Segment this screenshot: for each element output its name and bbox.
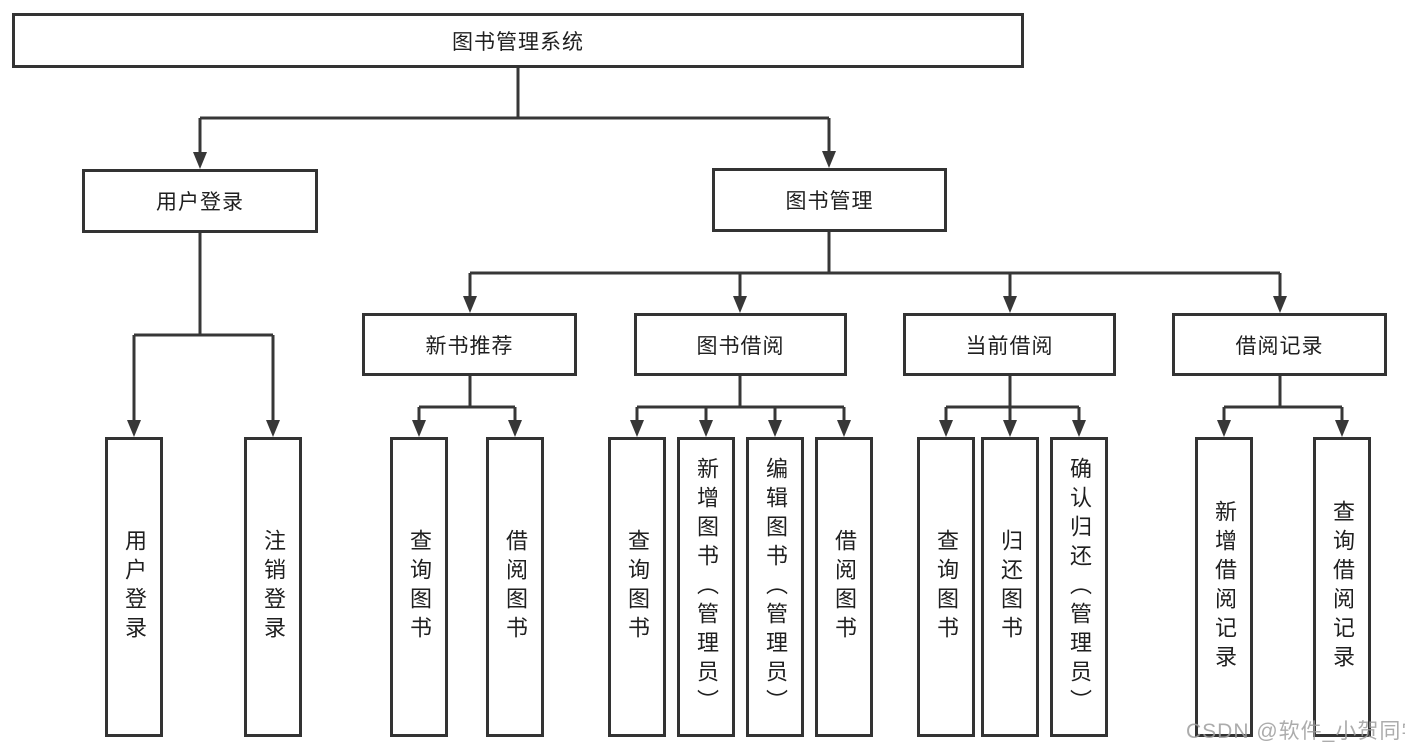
leaf-newrec-borrow-books: 借阅图书 bbox=[486, 437, 544, 737]
leaf-user-login-label: 用户登录 bbox=[122, 529, 147, 645]
leaf-current-return-books-label: 归还图书 bbox=[998, 529, 1023, 645]
leaf-logout-label: 注销登录 bbox=[261, 529, 286, 645]
node-user-login-label: 用户登录 bbox=[156, 191, 244, 214]
leaf-records-query-record-label: 查询借阅记录 bbox=[1330, 500, 1355, 674]
leaf-current-return-books: 归还图书 bbox=[981, 437, 1039, 737]
node-borrow-records-label: 借阅记录 bbox=[1235, 334, 1324, 358]
leaf-records-query-record: 查询借阅记录 bbox=[1313, 437, 1371, 737]
leaf-current-confirm-return-admin: 确认归还（管理员） bbox=[1050, 437, 1108, 737]
node-book-borrow: 图书借阅 bbox=[634, 313, 847, 376]
csdn-watermark: CSDN @软件_小贺同学 bbox=[1186, 720, 1405, 743]
leaf-borrow-add-books-admin: 新增图书（管理员） bbox=[677, 437, 735, 737]
leaf-borrow-borrow-books: 借阅图书 bbox=[815, 437, 873, 737]
node-book-borrow-label: 图书借阅 bbox=[696, 334, 785, 358]
leaf-current-confirm-return-admin-label: 确认归还（管理员） bbox=[1067, 456, 1092, 718]
leaf-borrow-query-books-label: 查询图书 bbox=[625, 529, 650, 645]
leaf-user-login: 用户登录 bbox=[105, 437, 163, 737]
node-book-management: 图书管理 bbox=[712, 168, 947, 232]
node-new-book-recommend: 新书推荐 bbox=[362, 313, 577, 376]
leaf-logout: 注销登录 bbox=[244, 437, 302, 737]
node-current-borrow: 当前借阅 bbox=[903, 313, 1116, 376]
leaf-records-add-record-label: 新增借阅记录 bbox=[1212, 500, 1237, 674]
leaf-borrow-edit-books-admin-label: 编辑图书（管理员） bbox=[763, 456, 788, 718]
node-current-borrow-label: 当前借阅 bbox=[965, 334, 1054, 358]
leaf-records-add-record: 新增借阅记录 bbox=[1195, 437, 1253, 737]
leaf-borrow-add-books-admin-label: 新增图书（管理员） bbox=[694, 456, 719, 718]
leaf-newrec-query-books: 查询图书 bbox=[390, 437, 448, 737]
node-root-label: 图书管理系统 bbox=[452, 30, 584, 54]
node-user-login: 用户登录 bbox=[82, 169, 318, 233]
node-borrow-records: 借阅记录 bbox=[1172, 313, 1387, 376]
leaf-newrec-borrow-books-label: 借阅图书 bbox=[503, 529, 528, 645]
node-book-management-label: 图书管理 bbox=[785, 190, 874, 213]
leaf-borrow-query-books: 查询图书 bbox=[608, 437, 666, 737]
leaf-borrow-edit-books-admin: 编辑图书（管理员） bbox=[746, 437, 804, 737]
leaf-current-query-books-label: 查询图书 bbox=[934, 529, 959, 645]
node-new-book-recommend-label: 新书推荐 bbox=[425, 334, 514, 358]
leaf-current-query-books: 查询图书 bbox=[917, 437, 975, 737]
node-root-system: 图书管理系统 bbox=[12, 13, 1024, 68]
leaf-borrow-borrow-books-label: 借阅图书 bbox=[832, 529, 857, 645]
leaf-newrec-query-books-label: 查询图书 bbox=[407, 529, 432, 645]
